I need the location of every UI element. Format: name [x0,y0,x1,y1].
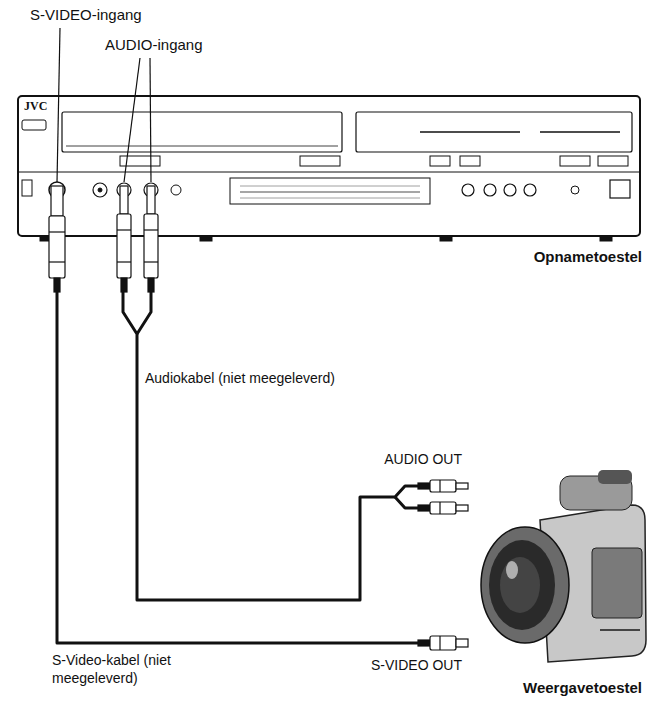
recorder-illustration [18,96,640,241]
s-video-cable [57,240,468,643]
camcorder-unit: Weergavetoestel [468,455,648,698]
s-video-plug [49,186,65,292]
camcorder-illustration [481,470,646,662]
jack-name: AUDIO-ingang [105,36,203,54]
audio-plug [117,186,158,292]
cable-label: S-Video-kabel (niet meegeleverd) [52,652,177,687]
cable-label: Audiokabel (niet meegeleverd) [145,370,335,388]
recorder-unit: JVCOpnametoestel [18,94,642,240]
cable-branch [137,290,430,508]
device-label: Opnametoestel [534,248,642,265]
jack-name: S-VIDEO-ingang [30,6,142,24]
brand-logo: JVC [24,100,47,114]
device-label: Weergavetoestel [523,679,642,696]
jack-name: S-VIDEO OUT [371,657,462,674]
audio-cable [123,240,468,600]
camcorder-plugs [418,480,468,650]
jack-name: AUDIO OUT [384,451,462,468]
